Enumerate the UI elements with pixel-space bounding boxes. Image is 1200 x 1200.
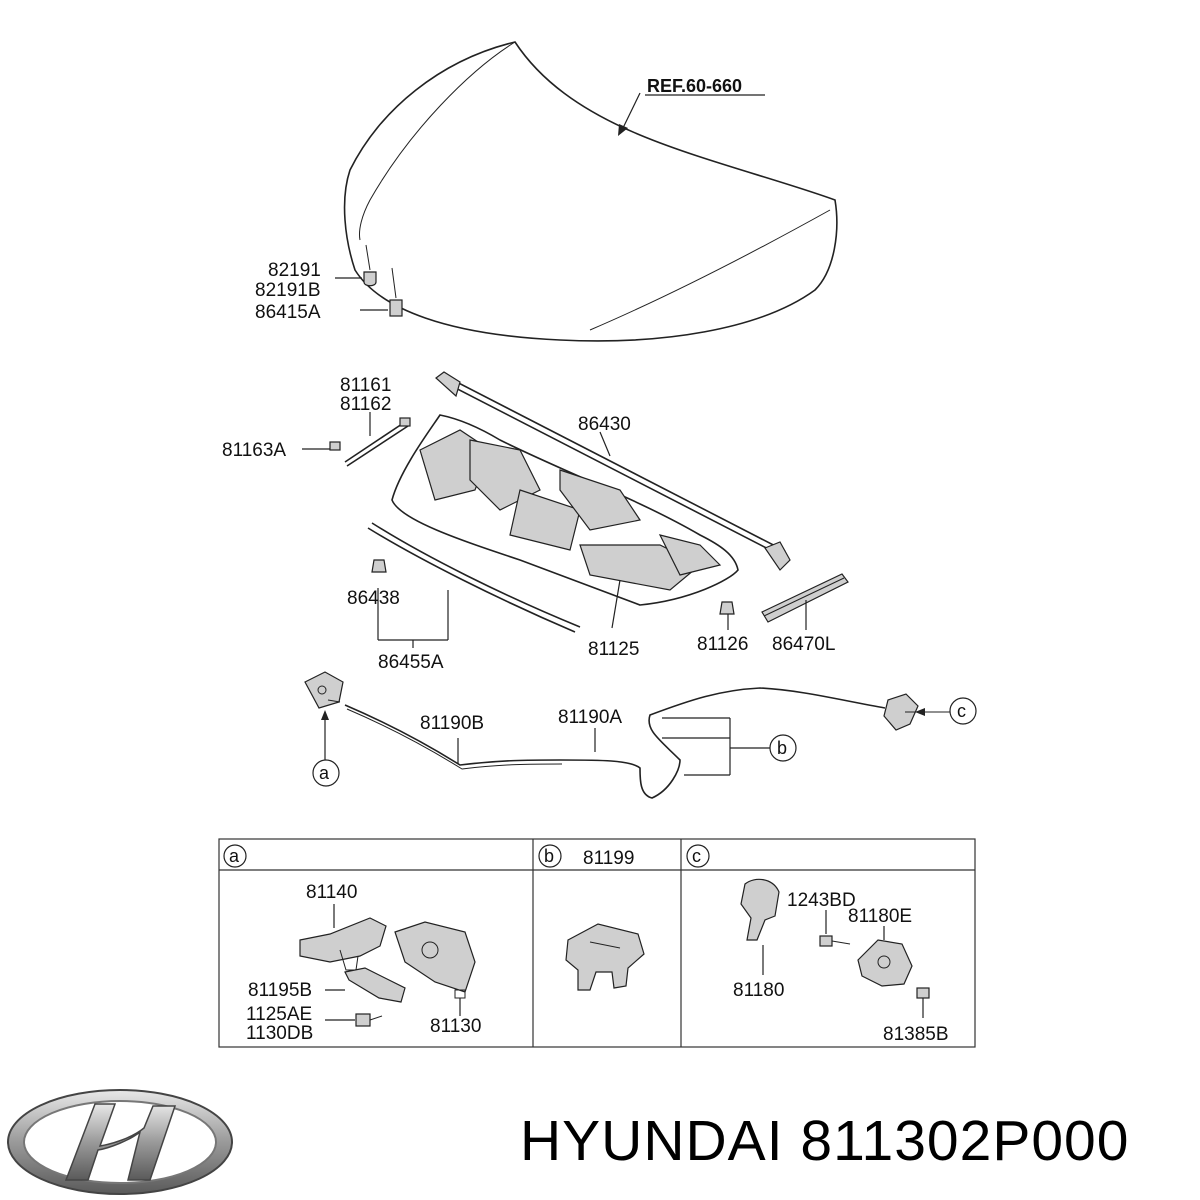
detail-table <box>218 838 976 1048</box>
label-81162: 81162 <box>340 394 391 415</box>
label-86438: 86438 <box>347 588 400 609</box>
insulator-clip-81126 <box>719 601 735 615</box>
label-1130db: 1130DB <box>246 1023 313 1044</box>
insulator-clip-86438 <box>371 559 387 573</box>
ref-leader <box>621 92 641 131</box>
svg-text:c: c <box>692 846 701 866</box>
leader-81125 <box>611 579 621 629</box>
insulator-strip-86455a <box>367 522 581 633</box>
label-82191b: 82191B <box>255 280 321 301</box>
ref-label: REF.60-660 <box>647 76 742 96</box>
hood-stay-rod <box>329 417 411 467</box>
hood-panel <box>343 41 838 342</box>
label-86470l: 86470L <box>772 634 835 655</box>
release-cable <box>344 687 886 799</box>
callout-b: b <box>769 734 797 762</box>
svg-text:a: a <box>319 763 330 783</box>
label-82191: 82191 <box>268 260 321 281</box>
callout-a: a <box>312 759 340 787</box>
bolt-1125ae <box>355 1013 383 1027</box>
hood-latch-striker-81140 <box>299 917 387 971</box>
svg-text:a: a <box>229 846 240 866</box>
label-81195b: 81195B <box>248 980 312 1001</box>
label-81180e: 81180E <box>848 906 912 927</box>
table-callout-b: b <box>538 844 562 868</box>
label-86430: 86430 <box>578 414 631 435</box>
leader-86430 <box>599 431 611 457</box>
label-81130: 81130 <box>430 1016 481 1037</box>
release-handle <box>883 693 950 731</box>
hood-insulator-pad <box>391 414 739 606</box>
clip-81385b <box>916 987 930 999</box>
svg-text:c: c <box>957 701 966 721</box>
label-81190a: 81190A <box>558 707 622 728</box>
handle-bracket-81180e <box>857 939 913 987</box>
table-callout-c: c <box>686 844 710 868</box>
release-handle-81180 <box>740 878 780 941</box>
latch-cover-81195b <box>344 967 406 1003</box>
cable-clip-81199 <box>565 923 645 991</box>
label-81180: 81180 <box>733 980 784 1001</box>
hood-bumper-86415a <box>389 267 403 317</box>
callout-c: c <box>949 697 977 725</box>
hood-latch-assembly <box>304 671 344 709</box>
arrow-a <box>321 710 329 720</box>
ref-arrow <box>618 124 628 136</box>
part-number-title: HYUNDAI 811302P000 <box>520 1109 1130 1173</box>
hood-latch-81130 <box>394 921 476 999</box>
label-81385b: 81385B <box>883 1024 949 1045</box>
cable-clip-leaders-b <box>662 717 770 776</box>
hood-bumper-82191 <box>363 244 377 287</box>
label-81199: 81199 <box>583 848 634 869</box>
screw-1243bd <box>819 935 851 947</box>
hyundai-logo <box>7 1089 233 1195</box>
label-86455a: 86455A <box>378 652 444 673</box>
label-81125: 81125 <box>588 639 639 660</box>
label-81190b: 81190B <box>420 713 484 734</box>
label-86415a: 86415A <box>255 302 321 323</box>
label-1125ae: 1125AE <box>246 1004 312 1025</box>
label-81140: 81140 <box>306 882 357 903</box>
weatherstrip-86470l <box>761 573 849 623</box>
label-81126: 81126 <box>697 634 748 655</box>
svg-text:b: b <box>544 846 554 866</box>
table-callout-a: a <box>223 844 247 868</box>
label-81161: 81161 <box>340 375 391 396</box>
arrow-c <box>915 708 925 716</box>
hood-seal-86430 <box>435 371 791 571</box>
svg-text:b: b <box>777 738 787 758</box>
label-81163a: 81163A <box>222 440 286 461</box>
label-1243bd: 1243BD <box>787 890 856 911</box>
